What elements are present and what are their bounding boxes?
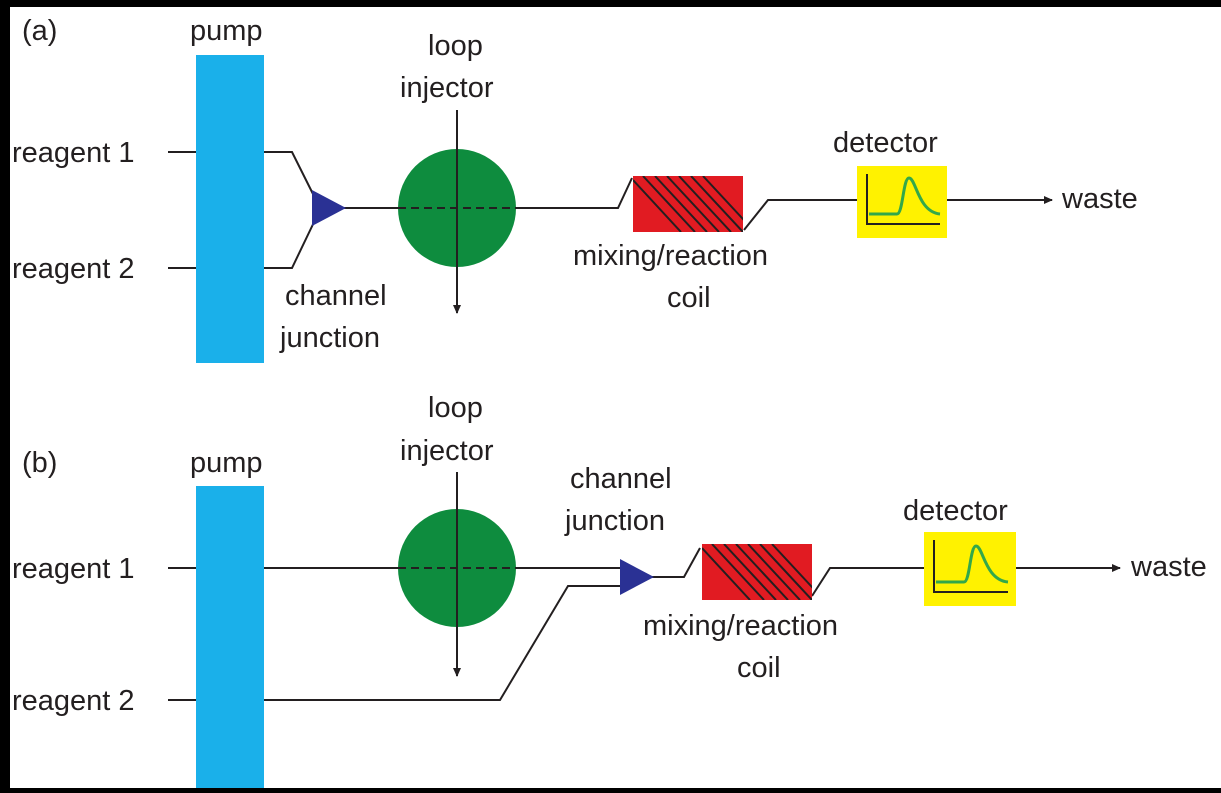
panel-b-injector-label-line2: injector xyxy=(400,435,494,467)
panel-b-pump-label: pump xyxy=(190,447,263,479)
panel-b-junction-triangle xyxy=(620,559,654,595)
panel-b-main-line xyxy=(652,547,924,597)
panel-a-pump-bar xyxy=(196,55,264,363)
panel-a-pump-label: pump xyxy=(190,15,263,47)
panel-b: (b) pump reagent 1 reagent 2 loop inject… xyxy=(12,392,1207,788)
panel-b-detector-label: detector xyxy=(903,495,1008,527)
panel-b-detector-peak-icon xyxy=(924,532,1016,606)
panel-b-junction-label-line1: channel xyxy=(570,463,672,495)
panel-a: (a) pump reagent 1 reagent 2 loop inject… xyxy=(12,15,1138,363)
panel-a-detector-label: detector xyxy=(833,127,938,159)
panel-b-tag: (b) xyxy=(22,447,57,479)
panel-b-coil-label-line1: mixing/reaction xyxy=(643,610,838,642)
panel-a-coil-icon xyxy=(633,176,743,232)
panel-a-main-line xyxy=(340,177,857,231)
panel-b-injector-label-line1: loop xyxy=(428,392,483,424)
panel-b-reagent2-line xyxy=(168,585,622,701)
panel-b-junction-label-line2: junction xyxy=(564,505,665,537)
panel-a-junction-label-line2: junction xyxy=(279,322,380,354)
panel-a-waste-label: waste xyxy=(1061,183,1138,215)
panel-b-pump-bar xyxy=(196,486,264,788)
panel-a-reagent2-label: reagent 2 xyxy=(12,253,135,285)
panel-b-reagent1-label: reagent 1 xyxy=(12,553,135,585)
panel-a-tag: (a) xyxy=(22,15,57,47)
panel-a-reagent1-label: reagent 1 xyxy=(12,137,135,169)
panel-a-injector-label-line1: loop xyxy=(428,30,483,62)
panel-a-coil-label-line2: coil xyxy=(667,282,711,314)
panel-a-coil-label-line1: mixing/reaction xyxy=(573,240,768,272)
panel-a-junction-label-line1: channel xyxy=(285,280,387,312)
panel-a-detector-peak-icon xyxy=(857,166,947,238)
panel-b-reagent2-label: reagent 2 xyxy=(12,685,135,717)
panel-b-waste-label: waste xyxy=(1130,551,1207,583)
panel-a-injector-label-line2: injector xyxy=(400,72,494,104)
panel-b-coil-icon xyxy=(702,544,812,600)
diagram-background xyxy=(10,7,1221,788)
panel-a-junction-triangle xyxy=(312,190,346,226)
panel-b-coil-label-line2: coil xyxy=(737,652,781,684)
